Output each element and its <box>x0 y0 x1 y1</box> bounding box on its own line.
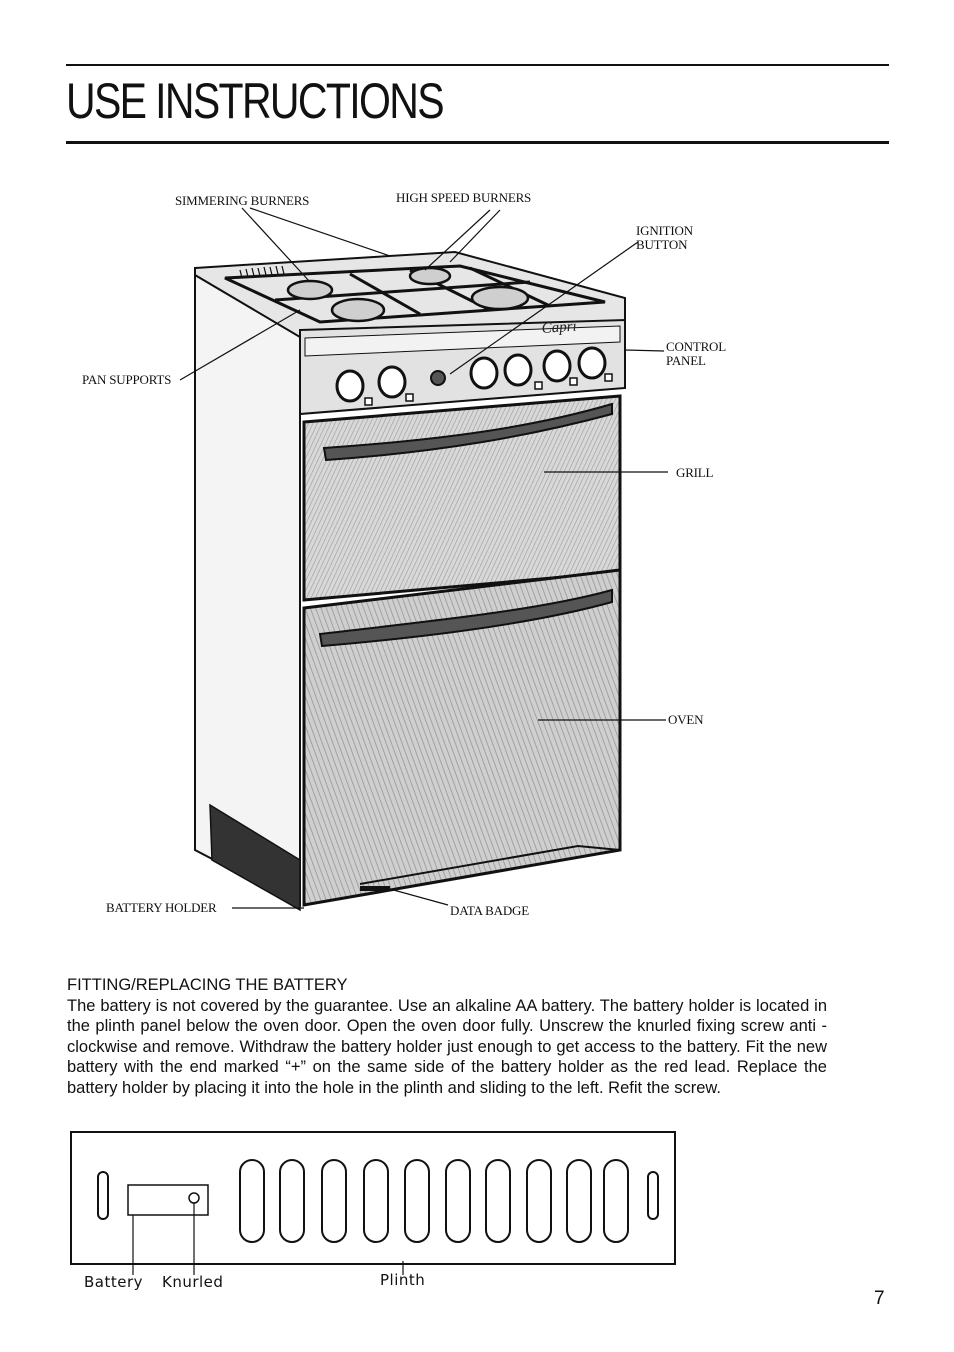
hob-burners <box>286 266 530 323</box>
page-title: USE INSTRUCTIONS <box>66 73 445 129</box>
grill-door <box>302 394 622 602</box>
cooker-base <box>303 844 621 906</box>
callout-control-panel-line1: CONTROL <box>666 339 726 354</box>
control-knobs <box>335 346 607 403</box>
callout-simmering-burners: SIMMERING BURNERS <box>175 193 310 208</box>
plinth-panel <box>70 1131 676 1265</box>
header-bottom-rule <box>66 141 889 144</box>
callout-grill: GRILL <box>676 465 714 480</box>
page-number: 7 <box>874 1288 885 1309</box>
plinth-vent-slots <box>239 1159 629 1243</box>
header-top-rule <box>66 64 889 66</box>
callout-battery-holder: BATTERY HOLDER <box>106 900 217 915</box>
plinth-label-battery: Battery <box>84 1273 144 1291</box>
battery-section: FITTING/REPLACING THE BATTERY The batter… <box>67 975 827 1098</box>
callout-control-panel-line2: PANEL <box>666 353 706 368</box>
ignition-button-icon <box>430 370 446 386</box>
callout-ignition-button-line1: IGNITION <box>636 223 693 238</box>
plinth-leader-lines <box>132 1203 404 1275</box>
callout-oven: OVEN <box>668 712 704 727</box>
knob-indicators <box>364 373 613 406</box>
brand-logo: Capri <box>541 319 577 337</box>
leader-lines <box>179 207 668 909</box>
cooker-illustration: Capri <box>179 207 668 912</box>
cooker-diagram: Capri <box>60 170 900 950</box>
knurled-screw-icon <box>188 1192 200 1204</box>
battery-section-body: The battery is not covered by the guaran… <box>67 996 827 1097</box>
plinth-illustration <box>70 1131 676 1275</box>
plinth-end-slot-right <box>647 1171 659 1220</box>
battery-holder-outline <box>127 1184 209 1216</box>
data-badge-plate <box>360 886 390 891</box>
oven-handle <box>318 588 613 648</box>
hob-back-vents <box>239 265 285 279</box>
grill-handle <box>322 402 613 462</box>
callout-ignition-button-line2: BUTTON <box>636 237 688 252</box>
plinth-label-knurled: Knurled <box>162 1273 224 1291</box>
callout-pan-supports: PAN SUPPORTS <box>82 372 172 387</box>
plinth-label-plinth: Plinth <box>380 1271 426 1289</box>
battery-section-heading: FITTING/REPLACING THE BATTERY <box>67 976 348 994</box>
callout-data-badge: DATA BADGE <box>450 903 529 918</box>
plinth-end-slot-left <box>97 1171 109 1220</box>
plinth-diagram: Battery Knurled Plinth <box>60 1125 760 1305</box>
plinth-recess <box>209 803 301 912</box>
callout-high-speed-burners: HIGH SPEED BURNERS <box>396 190 532 205</box>
